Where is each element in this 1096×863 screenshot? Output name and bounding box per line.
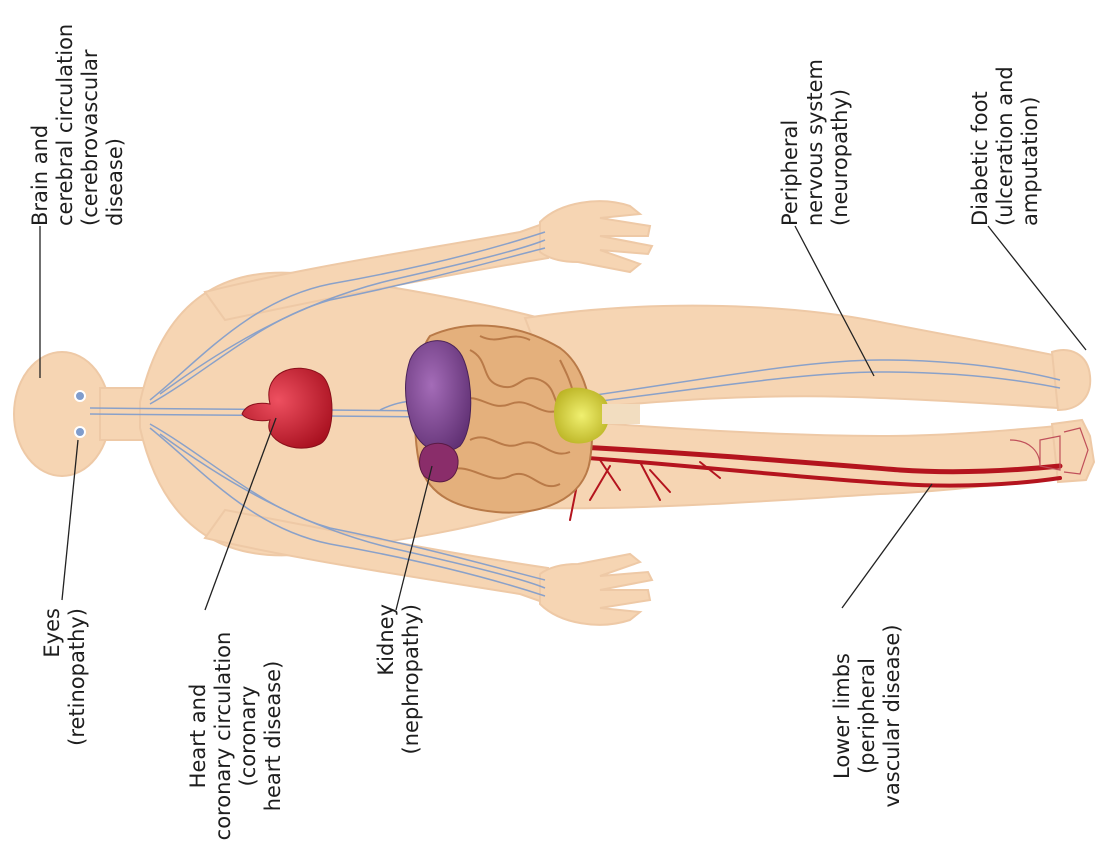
upper-hand (540, 201, 652, 272)
label-brain: Brain and cerebral circulation (cerebrov… (28, 24, 128, 226)
kidney-organ (420, 443, 459, 482)
label-kidney: Kidney (nephropathy) (374, 604, 424, 794)
label-lower-limbs: Lower limbs (peripheral vascular disease… (830, 616, 905, 816)
eye-upper (75, 391, 85, 401)
label-heart: Heart and coronary circulation (coronary… (186, 616, 286, 856)
label-eyes: Eyes (retinopathy) (40, 608, 90, 808)
lower-hand (540, 554, 652, 625)
liver-organ (406, 341, 471, 452)
leader-foot (988, 226, 1086, 350)
leader-lower-limbs (842, 484, 932, 608)
eye-lower (75, 427, 85, 437)
label-diabetic-foot: Diabetic foot (ulceration and amputation… (968, 66, 1043, 226)
label-peripheral-nervous: Peripheral nervous system (neuropathy) (778, 59, 853, 226)
